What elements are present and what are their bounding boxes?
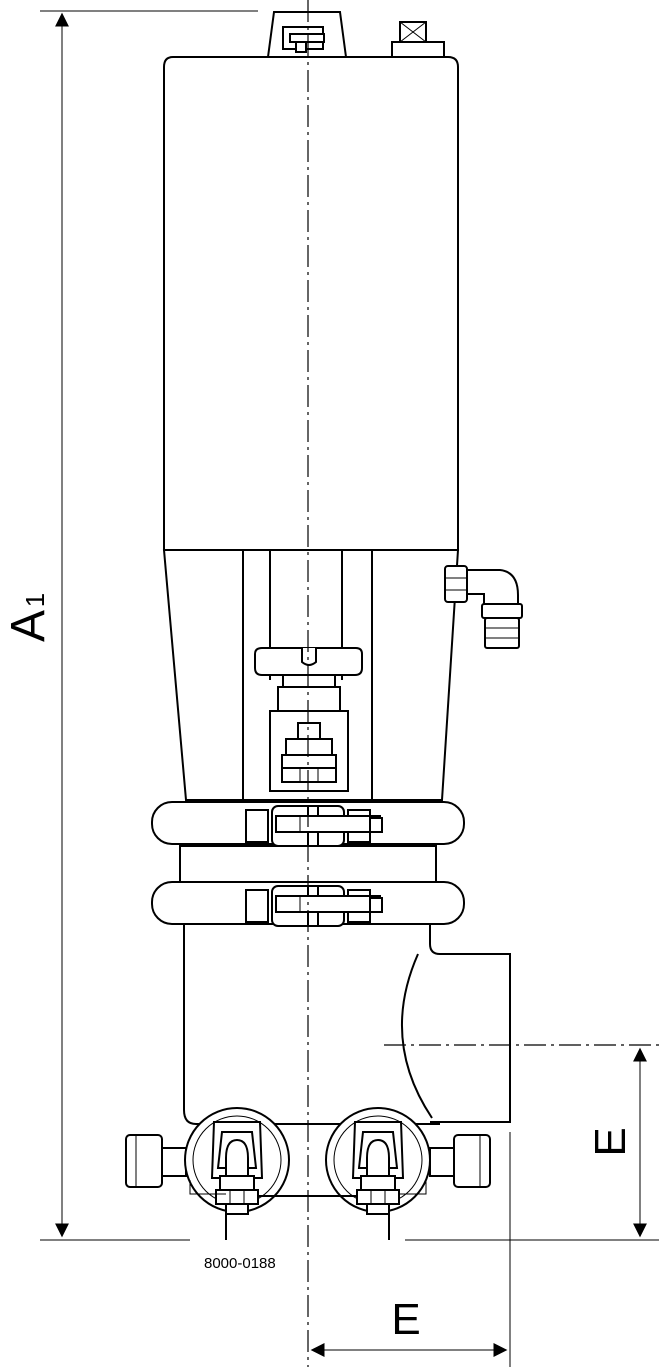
solenoid-connector	[391, 21, 445, 60]
stem-handle	[254, 647, 363, 792]
dimension-a1	[40, 10, 659, 1241]
left-port	[125, 1107, 290, 1215]
right-port	[325, 1107, 491, 1215]
center-lines	[307, 0, 659, 1367]
air-fitting	[444, 565, 523, 649]
dimension-label-a-subscript: 1	[20, 593, 50, 607]
dimension-label-e-vertical: E	[586, 1127, 635, 1156]
dimension-label-e-horizontal: E	[391, 1295, 420, 1344]
valve-body-lower	[183, 924, 511, 1125]
dimension-label-a: A	[2, 610, 55, 642]
actuator-housing	[163, 56, 459, 551]
position-indicator	[266, 11, 348, 58]
dimension-e-horizontal	[310, 1132, 511, 1367]
drawing-number: 8000-0188	[204, 1255, 276, 1272]
